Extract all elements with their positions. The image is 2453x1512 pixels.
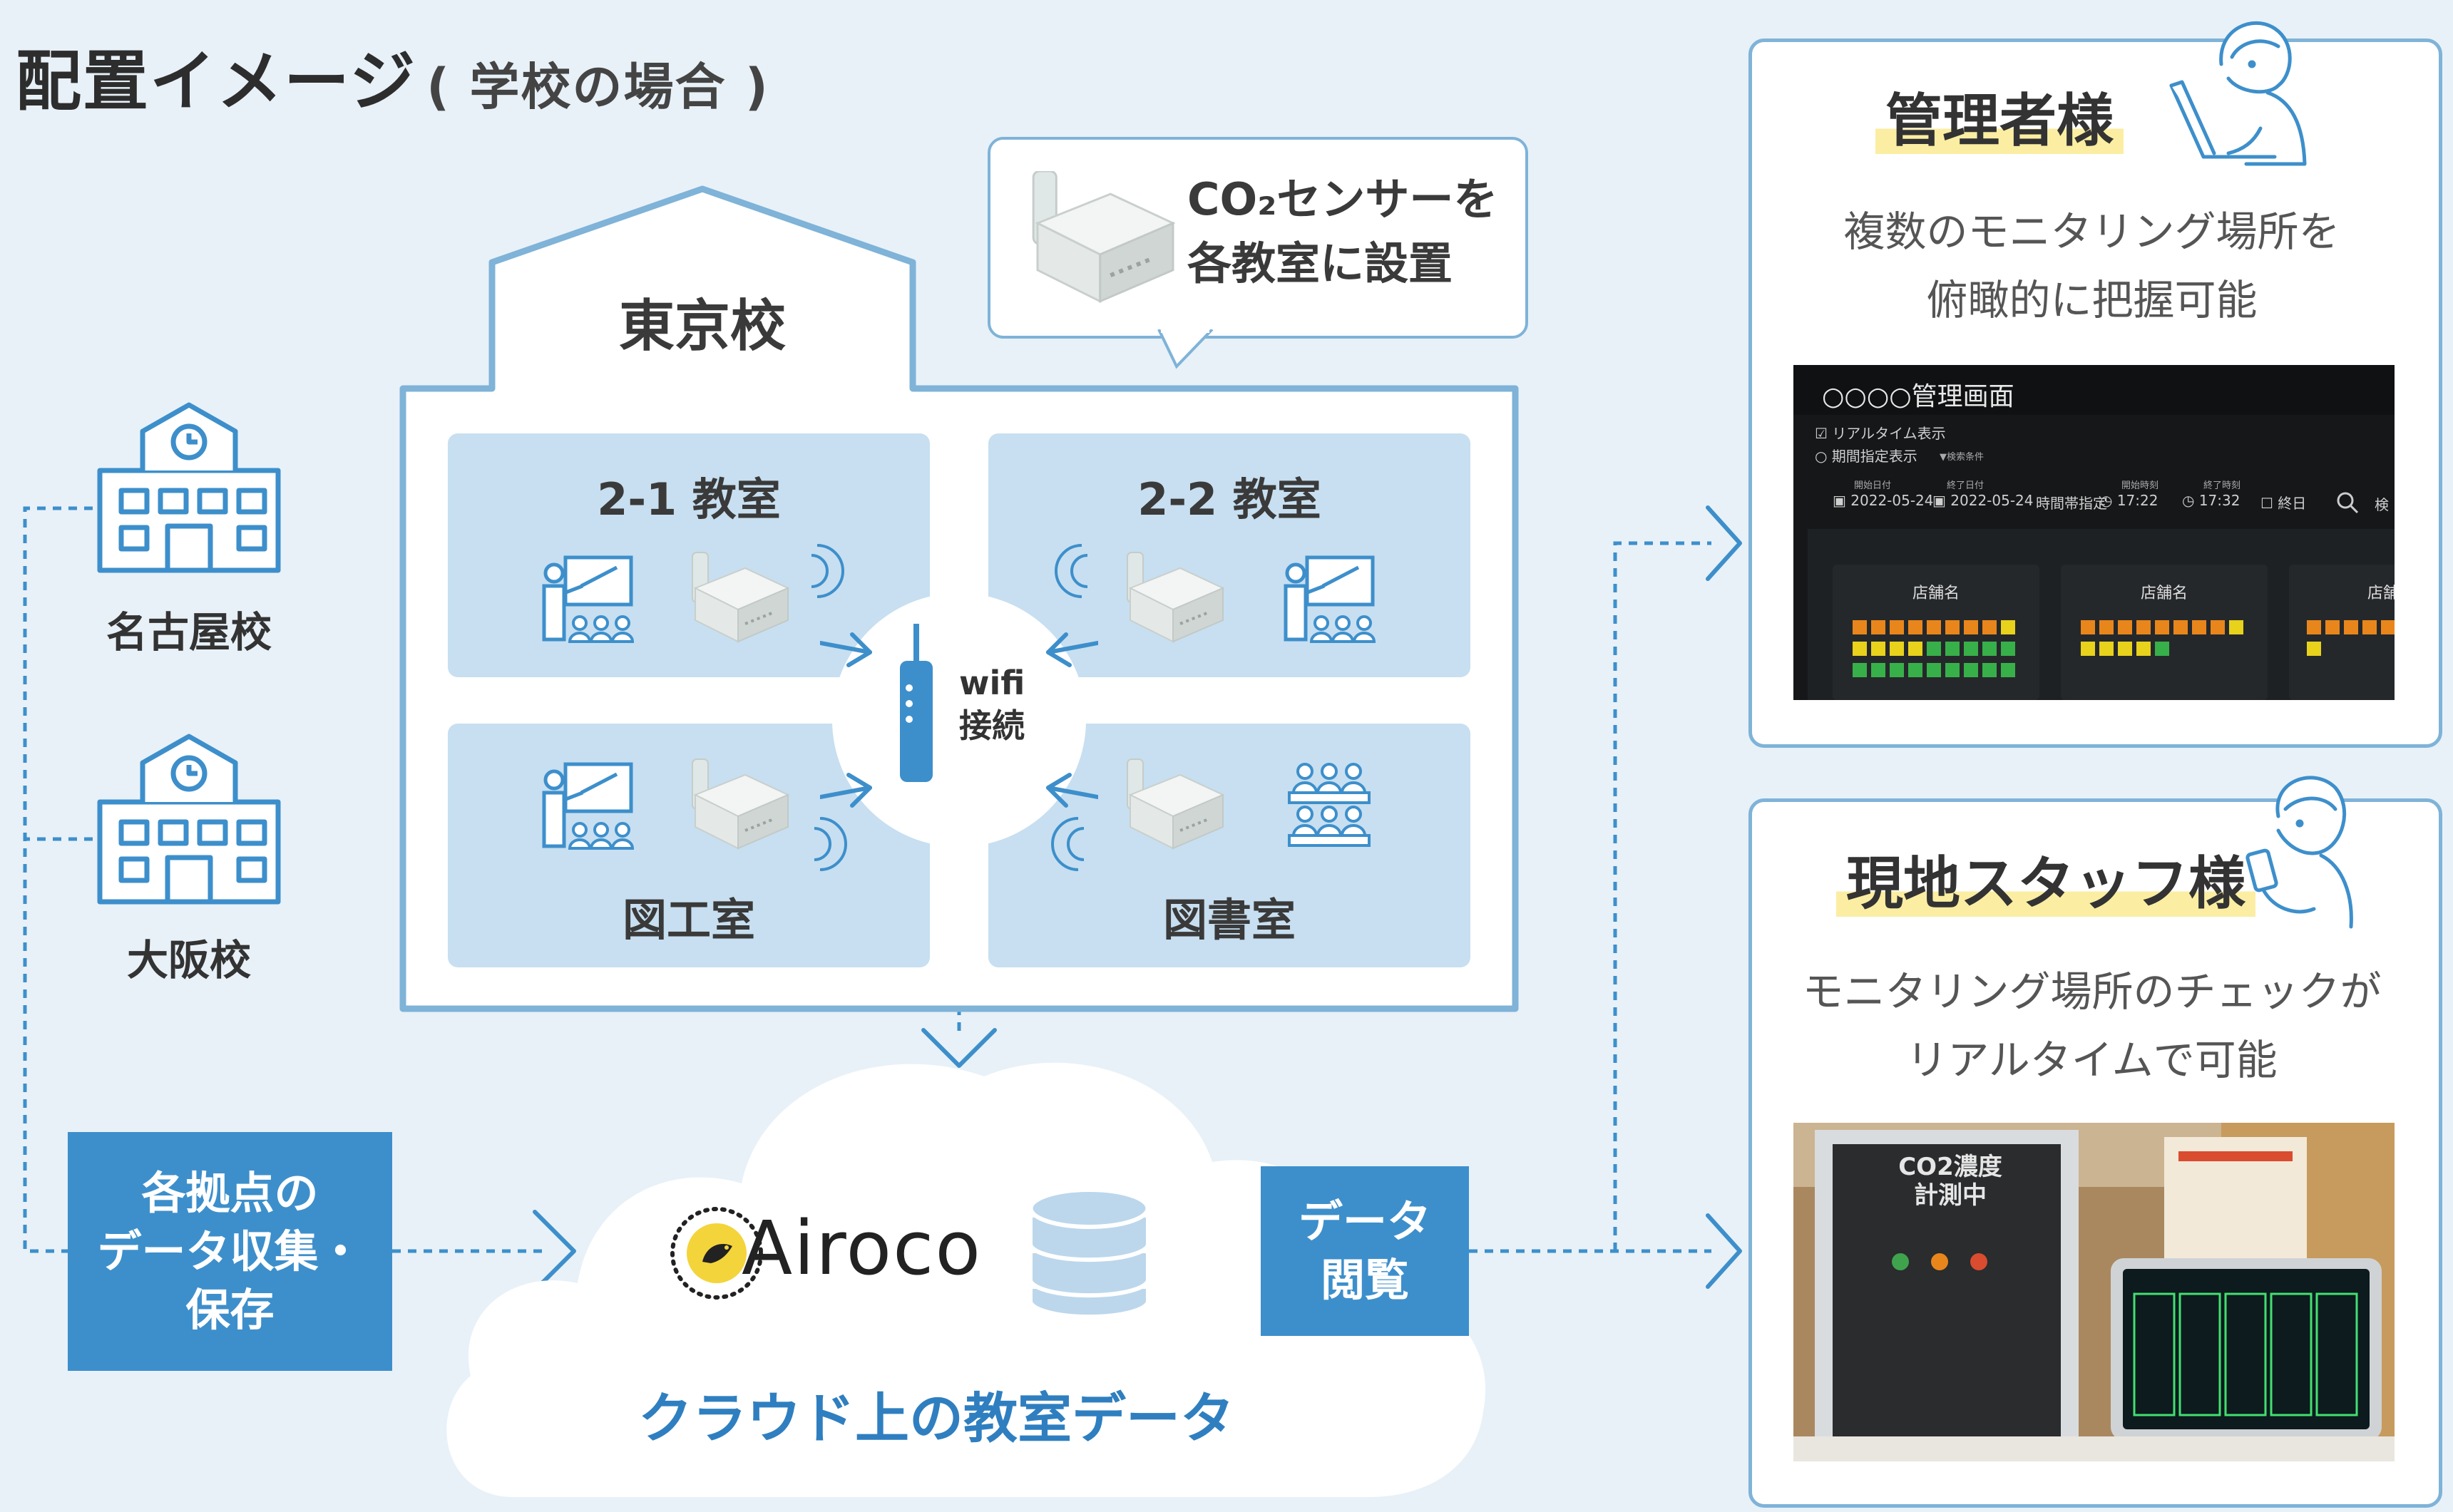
- arrow-to-admin: [1706, 505, 1742, 581]
- view-box: データ 閲覧: [1261, 1166, 1469, 1336]
- admin-dashboard: ○○○○管理画面 ☑ リアルタイム表示 ○ 期間指定表示 ▼検索条件 開始日付 …: [1793, 365, 2395, 700]
- store-photo-illustration: [1793, 1123, 2395, 1461]
- admin-desc-line2: 俯瞰的に把握可能: [1926, 276, 2258, 324]
- database-icon: [1028, 1188, 1150, 1320]
- teacher-icon: [544, 764, 633, 848]
- speech-bubble-tail: [1157, 329, 1214, 369]
- wifi-label-line1: wifi: [959, 664, 1025, 702]
- staff-desc: モニタリング場所のチェックが リアルタイムで可能: [1748, 957, 2435, 1094]
- router-icon: [900, 624, 933, 782]
- collect-line2: データ収集・: [97, 1225, 363, 1277]
- room-label-2-1: 2-1 教室: [597, 473, 781, 525]
- house-title: 東京校: [618, 294, 786, 359]
- cloud-caption: クラウド上の教室データ: [638, 1387, 1234, 1450]
- store-card-label: 店舗名: [2140, 585, 2188, 602]
- staff-title-wrap: 現地スタッフ様: [1836, 838, 2255, 920]
- view-line2: 閲覧: [1320, 1254, 1409, 1306]
- start-date-label: 開始日付: [1854, 480, 1892, 491]
- co2-sensor-icon: [1032, 171, 1176, 304]
- admin-title: 管理者様: [1875, 88, 2124, 154]
- dashboard-option-realtime: ☑ リアルタイム表示: [1815, 425, 1946, 442]
- staff-person-phone-icon: [2245, 776, 2353, 929]
- speech-text: CO₂センサーを 各教室に設置: [1187, 168, 1497, 296]
- arrow-to-cloud: [533, 1210, 576, 1292]
- speech-line2: 各教室に設置: [1187, 237, 1453, 289]
- end-date-field: ▣ 2022-05-24: [1932, 492, 2034, 509]
- start-date-value: 2022-05-24: [1850, 492, 1934, 509]
- collect-line1: 各拠点の: [141, 1166, 319, 1219]
- wifi-label-line2: 接続: [959, 706, 1025, 745]
- photo-sign-line2: 計測中: [1914, 1181, 1987, 1210]
- store-card: 店舗名: [2061, 565, 2268, 700]
- wifi-hub: [820, 593, 1098, 847]
- admin-desc-line1: 複数のモニタリング場所を: [1843, 207, 2340, 256]
- speech-line1: CO₂センサーを: [1187, 173, 1498, 225]
- room-2-2: [988, 433, 1470, 677]
- room-2-1: [448, 433, 930, 677]
- store-card: 店舗: [2289, 565, 2395, 700]
- end-date-value: 2022-05-24: [1950, 492, 2034, 509]
- title-main: 配置イメージ: [16, 43, 417, 120]
- admin-title-wrap: 管理者様: [1875, 75, 2124, 158]
- dashboard-search-note: ▼検索条件: [1940, 452, 1984, 463]
- room-label-2-2: 2-2 教室: [1137, 473, 1321, 525]
- admin-desc: 複数のモニタリング場所を 俯瞰的に把握可能: [1748, 197, 2435, 334]
- end-time-field: ◷ 17:32: [2182, 492, 2241, 509]
- staff-photo: CO2濃度 計測中: [1793, 1123, 2395, 1461]
- search-icon: [2337, 492, 2359, 514]
- store-status-grid: [1853, 620, 2015, 677]
- co2-sensor-icon: [1126, 551, 1224, 643]
- school-building-icon: [97, 734, 281, 905]
- teacher-icon: [544, 557, 633, 642]
- all-day-checkbox: ☐ 終日: [2260, 495, 2307, 512]
- title-sub: ( 学校の場合 ): [426, 58, 769, 116]
- cloud-shape: [446, 1062, 1486, 1497]
- airoco-logo-text: Airoco: [742, 1205, 982, 1292]
- dashboard-title: ○○○○管理画面: [1822, 382, 2014, 411]
- store-card-label: 店舗名: [1912, 585, 1960, 602]
- staff-desc-line1: モニタリング場所のチェックが: [1802, 967, 2382, 1016]
- all-day-label: 終日: [2278, 495, 2307, 512]
- store-status-grid: [2307, 620, 2395, 656]
- school-label-osaka: 大阪校: [126, 936, 251, 984]
- page-title: 配置イメージ( 学校の場合 ): [16, 29, 769, 123]
- period-field: 時間帯指定: [2036, 495, 2107, 512]
- end-time-label: 終了時刻: [2203, 480, 2241, 491]
- arrow-to-staff: [1706, 1213, 1742, 1289]
- photo-sign-line1: CO2濃度: [1898, 1153, 2002, 1181]
- co2-sensor-icon: [691, 758, 789, 850]
- store-status-grid: [2081, 620, 2243, 656]
- staff-desc-line2: リアルタイムで可能: [1906, 1036, 2278, 1084]
- dashboard-option-period: ○ 期間指定表示: [1815, 448, 1917, 465]
- view-line1: データ: [1298, 1195, 1431, 1248]
- co2-sensor-icon: [1126, 758, 1224, 850]
- end-date-label: 終了日付: [1947, 480, 1985, 491]
- collect-line3: 保存: [185, 1283, 275, 1336]
- collect-box: 各拠点の データ収集・ 保存: [68, 1132, 392, 1371]
- airoco-logo-icon: [670, 1207, 763, 1300]
- store-card: 店舗名: [1833, 565, 2039, 700]
- start-date-field: ▣ 2022-05-24: [1833, 492, 1934, 509]
- admin-person-laptop-icon: [2169, 21, 2307, 166]
- arrow-house-to-cloud: [921, 1028, 997, 1068]
- staff-title: 現地スタッフ様: [1836, 850, 2255, 917]
- school-building-icon: [97, 402, 281, 573]
- school-label-nagoya: 名古屋校: [106, 608, 272, 657]
- room-label-art: 図工室: [622, 894, 755, 946]
- start-time-field: ◷ 17:22: [2100, 492, 2158, 509]
- library-people-icon: [1288, 763, 1371, 847]
- end-time-value: 17:32: [2198, 492, 2241, 509]
- teacher-icon: [1286, 557, 1374, 642]
- co2-sensor-icon: [691, 551, 789, 643]
- photo-sign: CO2濃度 計測中: [1865, 1153, 2036, 1210]
- wifi-label: wifi 接続: [959, 662, 1025, 747]
- room-label-library: 図書室: [1162, 894, 1296, 946]
- search-more: 検: [2375, 496, 2389, 513]
- store-card-label: 店舗: [2367, 585, 2395, 602]
- start-time-value: 17:22: [2116, 492, 2158, 509]
- dashboard-header-bar: [1793, 365, 2395, 415]
- start-time-label: 開始時刻: [2121, 480, 2159, 491]
